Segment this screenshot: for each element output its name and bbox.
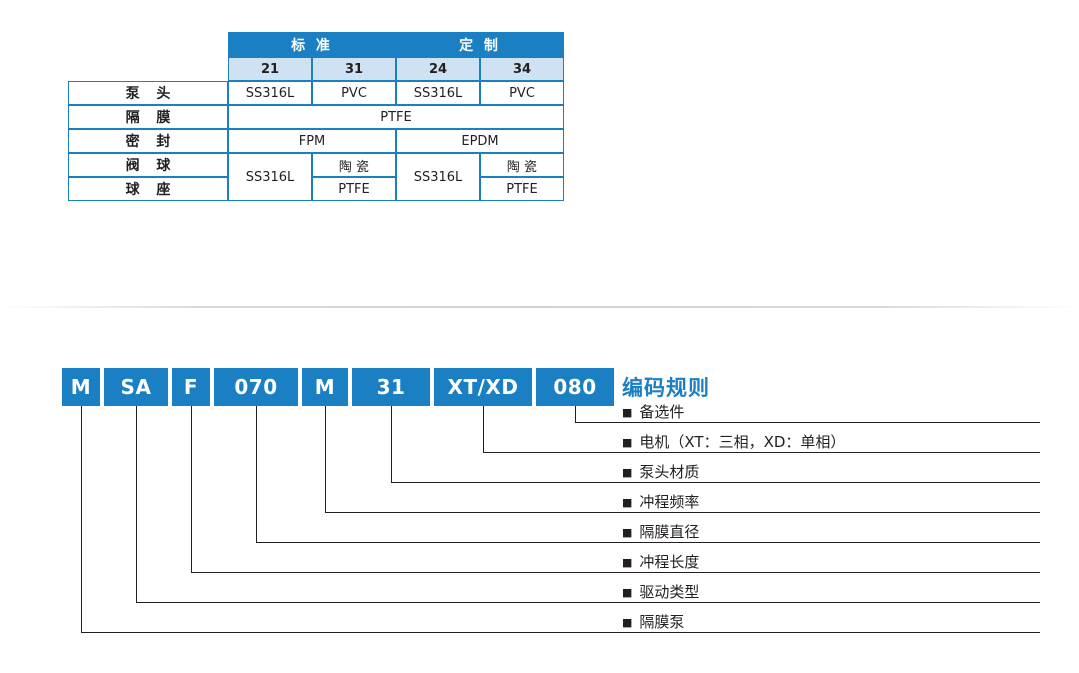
cell-pump-head-31: PVC [312, 81, 396, 105]
leader-vertical-4 [256, 406, 257, 542]
code-description-label-3: 冲程频率 [639, 493, 700, 511]
code-segment-6: XT/XD [434, 368, 532, 406]
bullet-square-icon: ■ [622, 616, 633, 629]
bullet-square-icon: ■ [622, 406, 633, 419]
code-description-label-1: 电机（XT：三相，XD：单相） [639, 433, 846, 451]
leader-horizontal-7 [81, 632, 1040, 633]
code-header-21: 21 [228, 57, 312, 81]
code-segment-2: F [172, 368, 210, 406]
cell-ball-seat-custom: PTFE [480, 177, 564, 201]
code-description-4: ■ 隔膜直径 [622, 521, 708, 542]
leader-vertical-5 [191, 406, 192, 572]
row-label-valve-ball: 阀 球 [68, 153, 228, 177]
cell-seal-standard: FPM [228, 129, 396, 153]
row-label-diaphragm: 隔 膜 [68, 105, 228, 129]
code-description-5: ■ 冲程长度 [622, 551, 708, 572]
cell-seal-custom: EPDM [396, 129, 564, 153]
section-divider [0, 306, 1079, 308]
code-description-0: ■ 备选件 [622, 401, 693, 422]
table-row-pump-head: 泵 头 SS316L PVC SS316L PVC [68, 81, 564, 105]
code-header-34: 34 [480, 57, 564, 81]
group-header-standard: 标 准 [228, 32, 396, 57]
table-row-code-headers: 21 31 24 34 [68, 57, 564, 81]
cell-valve-ball-ceramic-custom: 陶 瓷 [480, 153, 564, 177]
group-header-custom: 定 制 [396, 32, 564, 57]
cell-ball-seat-standard: PTFE [312, 177, 396, 201]
bullet-square-icon: ■ [622, 436, 633, 449]
table-row-group-headers: 标 准 定 制 [68, 32, 564, 57]
leader-vertical-3 [325, 406, 326, 512]
row-label-ball-seat: 球 座 [68, 177, 228, 201]
cell-pump-head-24: SS316L [396, 81, 480, 105]
code-header-31: 31 [312, 57, 396, 81]
code-description-label-4: 隔膜直径 [639, 523, 700, 541]
code-description-label-5: 冲程长度 [639, 553, 700, 571]
table-row-ball-seat: 球 座 PTFE PTFE [68, 177, 564, 201]
cell-pump-head-21: SS316L [228, 81, 312, 105]
cell-valve-ball-custom: SS316L [396, 153, 480, 201]
leader-vertical-2 [391, 406, 392, 482]
code-segment-7: 080 [536, 368, 614, 406]
code-description-label-2: 泵头材质 [639, 463, 700, 481]
leader-vertical-6 [136, 406, 137, 602]
leader-horizontal-5 [191, 572, 1040, 573]
leader-horizontal-3 [325, 512, 1040, 513]
bullet-square-icon: ■ [622, 496, 633, 509]
code-segment-5: 31 [352, 368, 430, 406]
code-description-2: ■ 泵头材质 [622, 461, 708, 482]
empty-corner-cell-2 [68, 57, 228, 81]
materials-table: 标 准 定 制 21 31 24 34 泵 头 SS316L PVC SS316… [68, 32, 564, 201]
code-header-24: 24 [396, 57, 480, 81]
bullet-square-icon: ■ [622, 526, 633, 539]
code-description-7: ■ 隔膜泵 [622, 611, 693, 632]
code-description-1: ■ 电机（XT：三相，XD：单相） [622, 431, 854, 452]
cell-diaphragm-all: PTFE [228, 105, 564, 129]
bullet-square-icon: ■ [622, 556, 633, 569]
leader-horizontal-6 [136, 602, 1040, 603]
leader-vertical-0 [575, 406, 576, 422]
cell-valve-ball-ceramic-standard: 陶 瓷 [312, 153, 396, 177]
code-rule-title: 编码规则 [622, 376, 710, 400]
leader-horizontal-0 [575, 422, 1040, 423]
row-label-seal: 密 封 [68, 129, 228, 153]
bullet-square-icon: ■ [622, 466, 633, 479]
code-segment-1: SA [104, 368, 168, 406]
table-row-seal: 密 封 FPM EPDM [68, 129, 564, 153]
code-segment-0: M [62, 368, 100, 406]
code-description-label-0: 备选件 [639, 403, 685, 421]
cell-valve-ball-standard: SS316L [228, 153, 312, 201]
row-label-pump-head: 泵 头 [68, 81, 228, 105]
table-row-valve-ball: 阀 球 SS316L 陶 瓷 SS316L 陶 瓷 [68, 153, 564, 201]
cell-pump-head-34: PVC [480, 81, 564, 105]
code-segment-4: M [302, 368, 348, 406]
code-description-label-7: 隔膜泵 [639, 613, 685, 631]
leader-horizontal-1 [483, 452, 1040, 453]
code-segment-3: 070 [214, 368, 298, 406]
code-description-6: ■ 驱动类型 [622, 581, 708, 602]
table-row-diaphragm: 隔 膜 PTFE [68, 105, 564, 129]
leader-vertical-7 [81, 406, 82, 632]
empty-corner-cell [68, 32, 228, 57]
code-description-3: ■ 冲程频率 [622, 491, 708, 512]
code-description-label-6: 驱动类型 [639, 583, 700, 601]
bullet-square-icon: ■ [622, 586, 633, 599]
leader-vertical-1 [483, 406, 484, 452]
leader-horizontal-2 [391, 482, 1040, 483]
leader-horizontal-4 [256, 542, 1040, 543]
